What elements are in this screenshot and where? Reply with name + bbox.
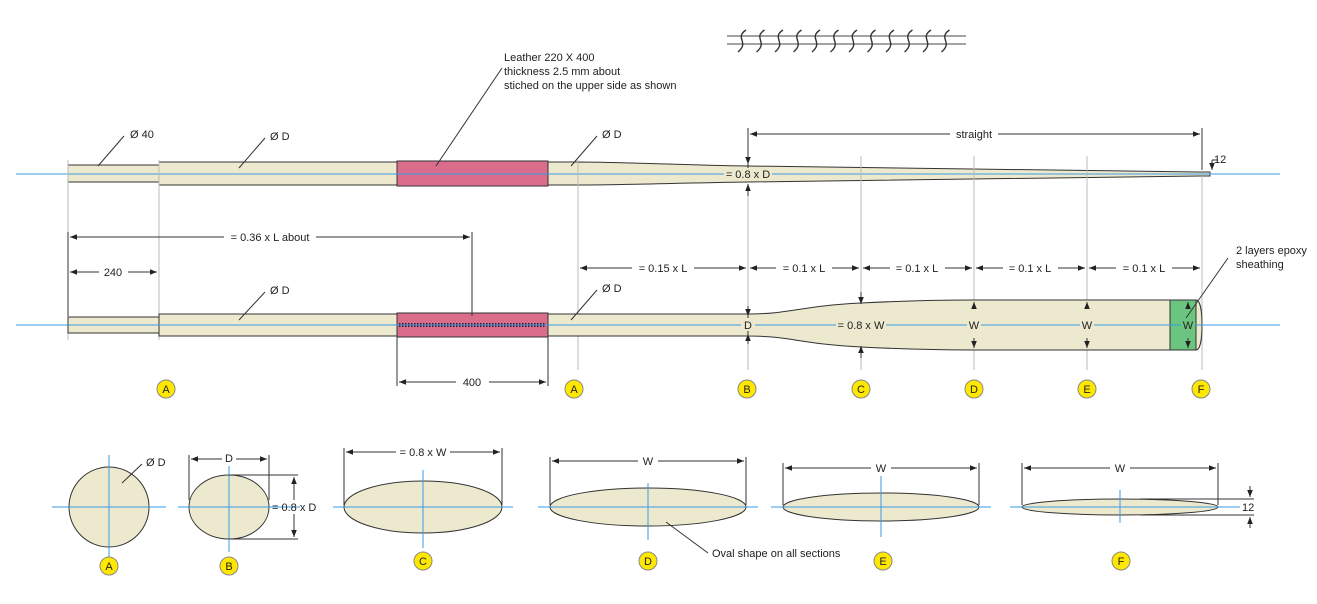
section-a: Ø D <box>52 455 166 558</box>
marker-f: F <box>1191 379 1211 399</box>
stitch-detail <box>727 29 966 53</box>
stitch-mark <box>922 29 932 53</box>
svg-text:B: B <box>225 561 232 573</box>
section-f-width-label: W <box>1115 463 1126 475</box>
straight-label: straight <box>956 129 992 141</box>
section-e: W <box>771 463 991 537</box>
stitch-mark <box>774 29 784 53</box>
side-view: = 0.36 x L about 240 Ø D Ø D 400 = 0 <box>16 232 1307 389</box>
section-a-dia-label: Ø D <box>146 457 166 469</box>
leather-position-label: = 0.36 x L about <box>231 232 310 244</box>
top-shaft-dia-label-1: Ø D <box>270 131 290 143</box>
svg-text:F: F <box>1118 556 1125 568</box>
section-d: W Oval shape on all sections <box>538 456 841 560</box>
marker-a-1: A <box>156 379 176 399</box>
station-e-width-label: W <box>1082 320 1093 332</box>
segment-ab-label: = 0.15 x L <box>639 263 688 275</box>
svg-text:D: D <box>970 384 978 396</box>
section-marker-d: D <box>638 551 658 571</box>
station-d-width-label: W <box>969 320 980 332</box>
svg-text:E: E <box>879 556 886 568</box>
marker-c: C <box>851 379 871 399</box>
oval-note: Oval shape on all sections <box>712 548 841 560</box>
section-b-width-label: D <box>225 453 233 465</box>
side-shaft-dia-label-2: Ø D <box>602 283 622 295</box>
top-handle-dia-label: Ø 40 <box>130 129 154 141</box>
section-c-width-label: = 0.8 x W <box>400 447 447 459</box>
section-marker-e: E <box>873 551 893 571</box>
marker-d: D <box>964 379 984 399</box>
stitch-mark <box>756 29 765 53</box>
stitch-mark <box>737 29 747 53</box>
station-f-width-label: W <box>1183 320 1194 332</box>
top-view: Ø 40 Ø D Ø D Leather 220 X 400 thickness… <box>16 52 1280 198</box>
segment-ef-label: = 0.1 x L <box>1123 263 1166 275</box>
stitch-mark <box>867 29 876 53</box>
section-d-width-label: W <box>643 456 654 468</box>
svg-text:C: C <box>857 384 865 396</box>
stitch-mark <box>811 29 821 53</box>
leather-note-line-1: Leather 220 X 400 <box>504 52 595 64</box>
svg-text:A: A <box>105 561 113 573</box>
leather-width-label: 400 <box>463 377 481 389</box>
svg-text:A: A <box>162 384 170 396</box>
stitch-mark <box>848 29 858 53</box>
svg-text:F: F <box>1198 384 1205 396</box>
epoxy-note-line-1: 2 layers epoxy <box>1236 245 1307 257</box>
section-f-thickness-label: 12 <box>1242 502 1254 514</box>
stitch-mark <box>941 29 950 53</box>
section-marker-b: B <box>219 556 239 576</box>
segment-de-label: = 0.1 x L <box>1009 263 1052 275</box>
epoxy-note-line-2: sheathing <box>1236 259 1284 271</box>
marker-a-2: A <box>564 379 584 399</box>
section-c: = 0.8 x W <box>333 447 513 548</box>
svg-text:B: B <box>743 384 750 396</box>
section-b-height-label: = 0.8 x D <box>272 502 316 514</box>
stitch-mark <box>793 29 802 53</box>
leather-note-line-3: stiched on the upper side as shown <box>504 80 676 92</box>
leather-note-line-2: thickness 2.5 mm about <box>504 66 620 78</box>
section-f: W 12 <box>1010 463 1254 528</box>
station-markers: A A B C D E F <box>156 379 1211 399</box>
svg-text:E: E <box>1083 384 1090 396</box>
svg-text:D: D <box>644 556 652 568</box>
svg-text:C: C <box>419 556 427 568</box>
side-shaft-dia-label-1: Ø D <box>270 285 290 297</box>
svg-text:A: A <box>570 384 578 396</box>
station-c-width-label: = 0.8 x W <box>838 320 885 332</box>
stitch-mark <box>904 29 913 53</box>
top-shaft-dia-label-2: Ø D <box>602 129 622 141</box>
segment-bc-label: = 0.1 x L <box>783 263 826 275</box>
section-e-width-label: W <box>876 463 887 475</box>
cross-sections: Ø D D = 0.8 x D = 0.8 x W <box>52 447 1254 576</box>
section-marker-a: A <box>99 556 119 576</box>
top-tip-label: 12 <box>1214 154 1226 166</box>
section-marker-c: C <box>413 551 433 571</box>
section-b: D = 0.8 x D <box>178 453 316 552</box>
stitch-mark <box>885 29 895 53</box>
marker-e: E <box>1077 379 1097 399</box>
stitch-mark <box>830 29 839 53</box>
segment-cd-label: = 0.1 x L <box>896 263 939 275</box>
marker-b: B <box>737 379 757 399</box>
top-taper-label: = 0.8 x D <box>726 169 770 181</box>
station-b-width-label: D <box>744 320 752 332</box>
handle-length-label: 240 <box>104 267 122 279</box>
section-marker-f: F <box>1111 551 1131 571</box>
